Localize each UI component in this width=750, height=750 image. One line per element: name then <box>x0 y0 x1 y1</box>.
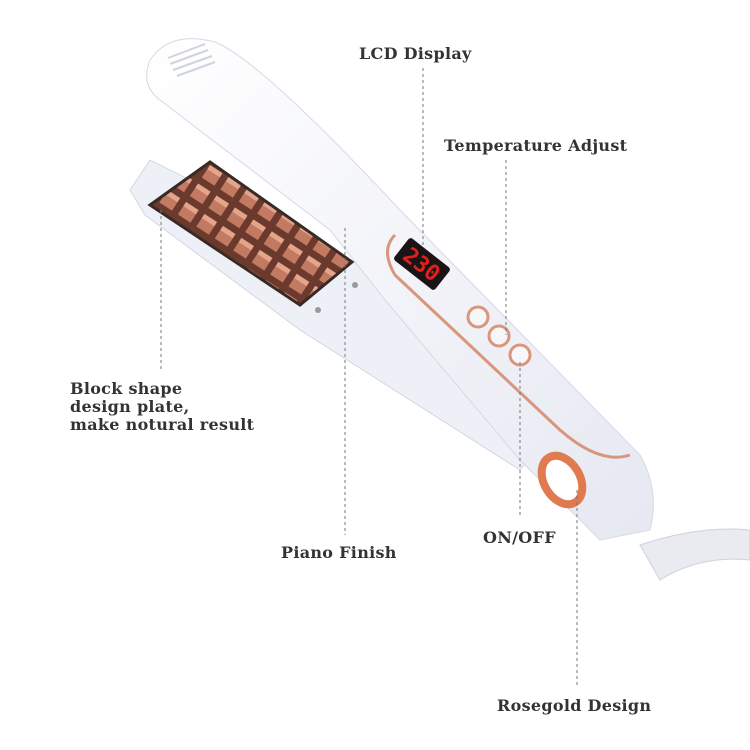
label-lcd-display: LCD Display <box>359 44 472 63</box>
label-line: Block shape <box>70 379 183 398</box>
minus-button[interactable] <box>487 324 511 348</box>
label-block-plate: Block shape design plate, make notural r… <box>70 380 254 434</box>
screw <box>315 307 321 313</box>
power-cord <box>639 528 750 581</box>
leader-lines <box>160 68 578 688</box>
plus-button[interactable] <box>466 305 490 329</box>
vent-grill <box>167 43 216 77</box>
label-temperature-adjust: Temperature Adjust <box>444 136 628 155</box>
upper-arm <box>146 38 654 541</box>
label-on-off: ON/OFF <box>483 528 556 547</box>
label-piano-finish: Piano Finish <box>281 543 397 562</box>
block-plate <box>147 160 355 307</box>
screw <box>352 282 358 288</box>
rosegold-ring <box>537 451 587 509</box>
label-line: design plate, <box>70 397 190 416</box>
label-rosegold-design: Rosegold Design <box>497 696 652 715</box>
label-line: make notural result <box>70 415 255 434</box>
rosegold-trim <box>386 233 631 459</box>
